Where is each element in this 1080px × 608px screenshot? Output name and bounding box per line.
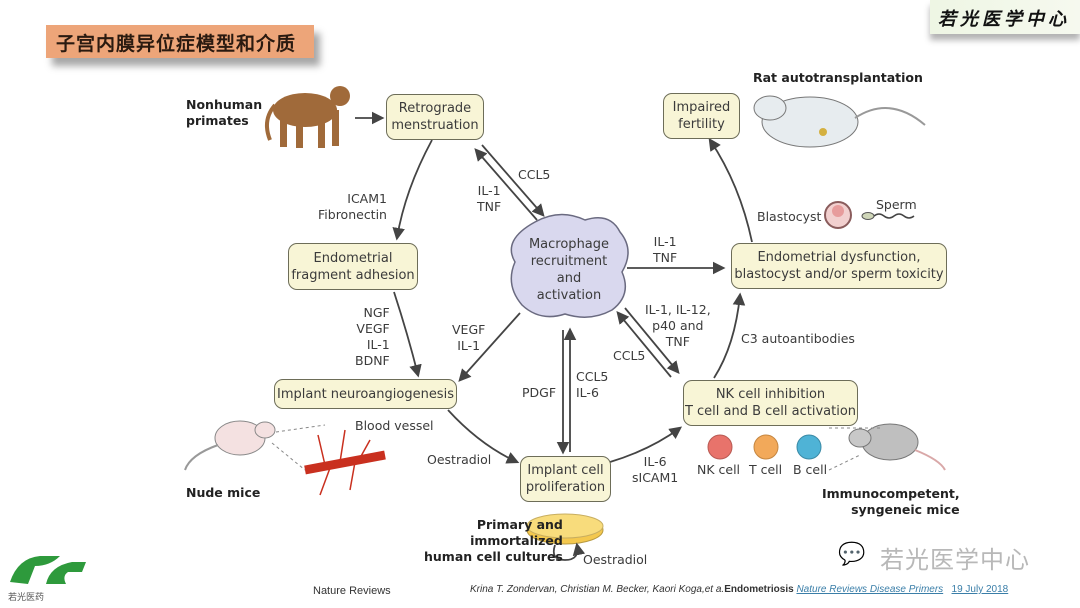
node-implant-cell-proliferation: Implant cell proliferation [520,456,611,502]
label-il6-sicam1: IL-6 sICAM1 [632,454,679,485]
label-ccl5-il6: CCL5 IL-6 [576,369,609,400]
citation-date-link[interactable]: 19 July 2018 [951,584,1009,595]
macrophage-cell [510,213,629,318]
t-cell-illustration [753,434,779,460]
logo-text: 若光医药 [8,592,45,602]
title-banner: 子宫内膜异位症模型和介质 [46,25,314,58]
blood-vessel-illustration [304,429,386,496]
petri-dish-illustration [526,513,604,561]
slide-title: 子宫内膜异位症模型和介质 [56,33,297,55]
arrow-nk-dysfunction [713,292,746,379]
brand-name: 若光医学中心 [938,9,1070,30]
primate-illustration [264,86,350,148]
label-c3-autoantibodies: C3 autoantibodies [741,331,855,346]
nk-cell-illustration [707,434,733,460]
label-il1-tnf-right: IL-1 TNF [653,234,678,265]
label-nude-mice: Nude mice [186,485,261,500]
b-cell-illustration [796,434,822,460]
label-il1-tnf-top: IL-1 TNF [477,183,502,214]
arrow-macrophage-neuroangio [458,312,521,382]
citation-authors: Krina T. Zondervan, Christian M. Becker,… [470,584,725,595]
arrow-nk-macrophage [616,311,672,378]
dashed-connector [828,427,880,471]
label-ngf-vegf: NGF VEGF IL-1 BDNF [355,305,390,368]
rat-illustration [753,95,926,148]
node-implant-neuroangiogenesis: Implant neuroangiogenesis [274,379,457,409]
label-human-cell-cultures: Primary and immortalized human cell cult… [424,517,563,564]
label-oestradiol-left: Oestradiol [427,452,492,467]
label-blood-vessel: Blood vessel [355,418,434,433]
citation-paper: Endometriosis [724,584,794,595]
label-nonhuman-primates: Nonhuman primates [186,97,263,128]
brand-banner: 若光医学中心 [930,0,1080,34]
arrow-dysfunction-fertility [708,137,753,243]
sperm-illustration [861,212,915,220]
arrow-retrograde-macrophage [481,144,545,217]
source-label: Nature Reviews [313,585,391,597]
label-ccl5-nk: CCL5 [613,348,646,363]
citation-journal-link[interactable]: Nature Reviews Disease Primers [796,584,944,595]
label-t-cell: T cell [749,462,783,477]
node-endometrial-fragment-adhesion: Endometrial fragment adhesion [288,243,418,290]
watermark-text: 若光医学中心 [880,546,1030,574]
company-logo [2,552,90,608]
node-impaired-fertility: Impaired fertility [663,93,740,139]
nude-mouse-illustration [184,420,276,471]
dashed-connector [271,424,326,471]
arrow-retrograde-adhesion [392,139,433,241]
immunocompetent-mouse-illustration [848,423,946,471]
label-sperm: Sperm [876,197,917,212]
label-rat-autotransplantation: Rat autotransplantation [753,70,923,85]
label-icam1-fibronectin: ICAM1 Fibronectin [318,191,387,222]
label-ccl5-top: CCL5 [518,167,551,182]
node-nk-cell-inhibition: NK cell inhibition T cell and B cell act… [683,380,858,426]
label-vegf-il1: VEGF IL-1 [452,322,486,353]
label-oestradiol-dish: Oestradiol [583,552,648,567]
arrow-macrophage-nk [624,307,680,374]
wechat-icon: 💬 [838,542,866,567]
label-il1-il12-tnf: IL-1, IL-12, p40 and TNF [645,302,711,349]
arrow-neuroangio-proliferation [447,409,520,464]
label-nk-cell: NK cell [697,462,741,477]
arrow-adhesion-neuroangio [393,291,422,378]
node-retrograde-menstruation: Retrograde menstruation [386,94,484,140]
arrow-macrophage-retrograde [474,148,538,221]
node-endometrial-dysfunction: Endometrial dysfunction, blastocyst and/… [731,243,947,289]
label-blastocyst: Blastocyst [757,209,822,224]
blastocyst-illustration [824,201,852,229]
arrow-proliferation-nk [609,426,683,463]
label-b-cell: B cell [793,462,828,477]
label-immunocompetent-mice: Immunocompetent, syngeneic mice [822,486,960,517]
label-pdgf: PDGF [522,385,557,400]
node-macrophage-recruitment: Macrophage recruitment and activation [528,237,610,303]
